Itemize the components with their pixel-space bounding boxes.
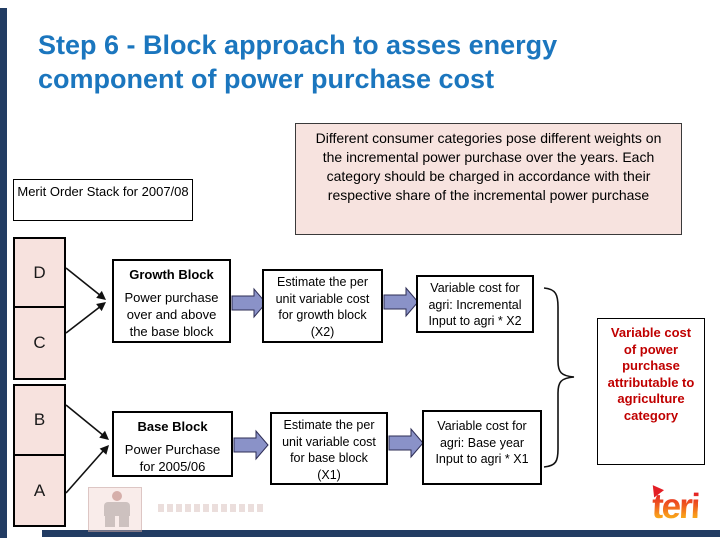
growth-block-heading: Growth Block [129, 267, 214, 282]
stack-block-c: C [13, 306, 66, 380]
watermark-text [158, 504, 264, 512]
growth-estimate-box: Estimate the per unit variable cost for … [262, 269, 383, 343]
stack-block-a-label: A [33, 480, 46, 500]
block-arrow-icon [383, 286, 419, 318]
person-watermark-icon [100, 491, 134, 529]
growth-block-body: Power purchase over and above the base b… [124, 290, 219, 339]
base-block-box: Base Block Power Purchase for 2005/06 [112, 411, 233, 477]
stack-block-c-label: C [33, 333, 46, 352]
bottom-frame-bar [42, 530, 720, 537]
arrowhead-icon [96, 290, 106, 300]
stack-block-d: D [13, 237, 66, 308]
merit-order-stack-label: Merit Order Stack for 2007/08 [13, 179, 193, 221]
block-arrow-icon [231, 287, 267, 319]
connector-line [65, 305, 102, 334]
connector-line [65, 404, 105, 437]
teri-logo: teri [647, 481, 699, 525]
connector-line [65, 267, 102, 297]
note-box: Different consumer categories pose diffe… [295, 123, 682, 235]
base-block-body: Power Purchase for 2005/06 [124, 442, 221, 474]
left-frame-bar [0, 8, 7, 538]
stack-block-d-label: D [33, 262, 46, 282]
arrowhead-icon [99, 445, 109, 455]
base-variable-cost-box: Variable cost for agri: Base year Input … [422, 410, 542, 485]
arrowhead-icon [96, 302, 106, 312]
stack-block-b: B [13, 384, 66, 456]
base-block-heading: Base Block [137, 419, 208, 434]
slide-title: Step 6 - Block approach to asses energy … [38, 30, 558, 94]
arrowhead-icon [99, 430, 109, 440]
block-arrow-icon [233, 429, 269, 461]
stack-block-a: A [13, 454, 66, 527]
stack-block-b-label: B [33, 410, 46, 429]
result-box: Variable cost of power purchase attribut… [597, 318, 705, 465]
base-estimate-box: Estimate the per unit variable cost for … [270, 412, 388, 485]
growth-variable-cost-box: Variable cost for agri: Incremental Inpu… [416, 275, 534, 333]
brace [543, 287, 575, 468]
growth-block-box: Growth Block Power purchase over and abo… [112, 259, 231, 343]
block-arrow-icon [388, 427, 424, 459]
